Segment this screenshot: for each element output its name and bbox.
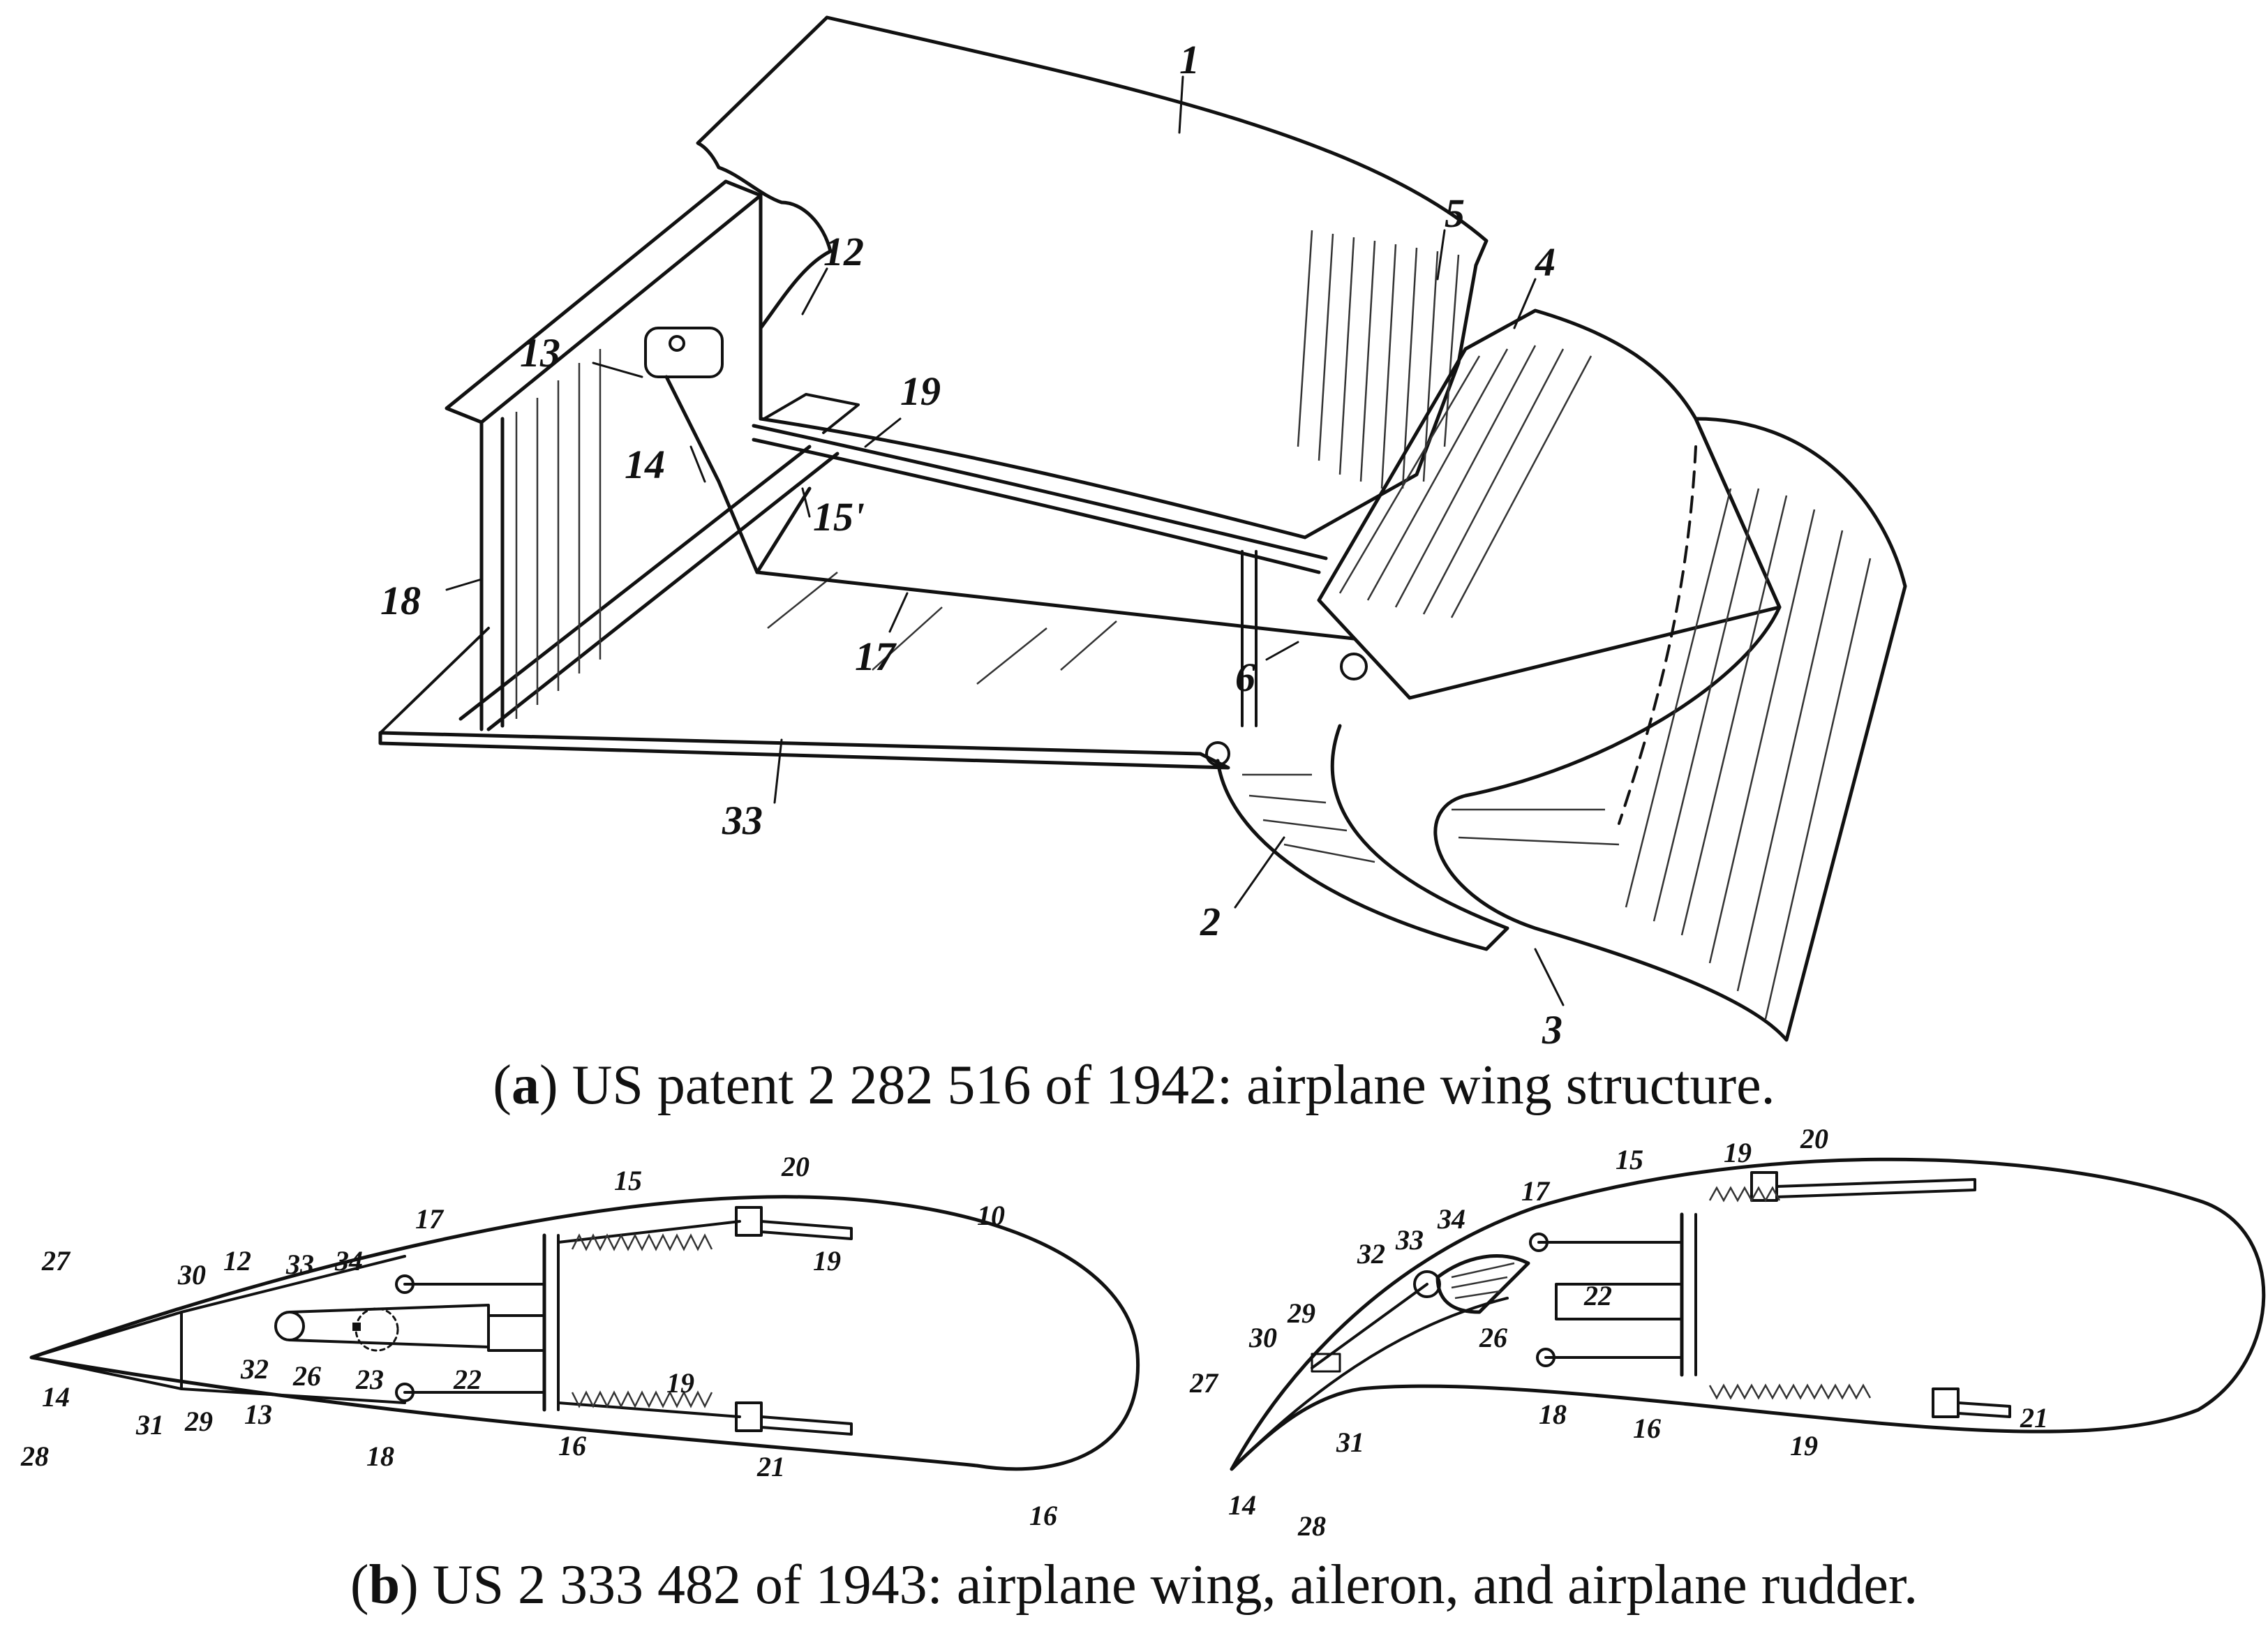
label-bl-28: 28 (20, 1441, 49, 1472)
label-br-30: 30 (1248, 1322, 1277, 1353)
label-br-19b: 19 (1790, 1430, 1818, 1461)
label-bl-19b: 19 (666, 1367, 694, 1399)
label-bl-16b: 16 (1029, 1500, 1057, 1531)
label-bl-10: 10 (977, 1200, 1005, 1231)
label-a-1: 1 (1179, 37, 1200, 82)
lower-flap-hatching (1242, 773, 1620, 863)
label-a-15p: 15' (813, 494, 865, 539)
label-a-4: 4 (1535, 239, 1555, 285)
label-br-15: 15 (1616, 1144, 1643, 1175)
label-a-19: 19 (900, 369, 941, 414)
panel-a-labels: 1 2 3 4 5 6 12 13 14 15' 17 18 19 33 (380, 37, 1562, 1052)
spring-upper (571, 1233, 713, 1251)
caption-a-text: US patent 2 282 516 of 1942: airplane wi… (572, 1055, 1775, 1116)
label-a-6: 6 (1235, 655, 1255, 700)
label-a-13: 13 (520, 330, 560, 375)
label-a-18: 18 (380, 578, 421, 623)
label-a-5: 5 (1445, 191, 1465, 236)
spar-web-hatching (515, 349, 602, 719)
label-br-31: 31 (1336, 1427, 1364, 1458)
label-bl-21: 21 (756, 1451, 785, 1482)
panel-b-right-drawing (1230, 1157, 2266, 1471)
lower-skin-hatching (767, 572, 1117, 685)
caption-panel-a: (a) US patent 2 282 516 of 1942: airplan… (493, 1055, 1775, 1116)
label-bl-20: 20 (781, 1151, 810, 1182)
label-bl-16a: 16 (558, 1430, 586, 1461)
upper-skin-hatching (1297, 230, 1460, 489)
label-br-26: 26 (1479, 1322, 1507, 1353)
label-br-19a: 19 (1724, 1137, 1752, 1168)
label-a-2: 2 (1200, 899, 1221, 944)
label-bl-33: 33 (285, 1249, 314, 1280)
label-bl-18: 18 (366, 1441, 394, 1472)
nose-hatching (1625, 488, 1872, 1020)
slot-hatching (1338, 345, 1592, 618)
panel-b-right-labels: 14 15 16 17 18 19 19 20 21 22 26 27 28 2… (1189, 1123, 2048, 1542)
label-bl-27: 27 (41, 1245, 71, 1276)
label-a-3: 3 (1542, 1007, 1562, 1052)
caption-b-letter: b (368, 1554, 401, 1616)
panel-b-left-drawing (29, 1195, 1140, 1471)
spring-lower (571, 1390, 713, 1408)
label-a-14: 14 (625, 442, 665, 487)
label-bl-32: 32 (240, 1353, 269, 1385)
label-a-33: 33 (722, 798, 763, 843)
label-br-16a: 16 (1633, 1413, 1661, 1444)
label-bl-13: 13 (244, 1399, 272, 1430)
label-br-33: 33 (1395, 1224, 1424, 1256)
panel-b-left-labels: 10 12 13 14 15 16 16 17 18 19 19 20 21 2… (20, 1151, 1057, 1531)
label-bl-29: 29 (184, 1406, 213, 1437)
label-bl-12: 12 (223, 1245, 251, 1276)
label-bl-31: 31 (135, 1409, 164, 1441)
caption-b-text: US 2 333 482 of 1943: airplane wing, ail… (432, 1554, 1918, 1616)
panel-a-drawing (378, 15, 1907, 1042)
label-bl-15: 15 (614, 1165, 642, 1196)
label-bl-19a: 19 (813, 1245, 841, 1276)
label-br-20: 20 (1800, 1123, 1828, 1154)
label-bl-22: 22 (453, 1364, 482, 1395)
label-br-17: 17 (1521, 1175, 1551, 1207)
label-br-22: 22 (1583, 1280, 1612, 1311)
label-bl-14: 14 (42, 1381, 70, 1413)
label-br-28: 28 (1297, 1510, 1326, 1542)
right-actuator-hatching (1451, 1262, 1515, 1300)
label-br-27: 27 (1189, 1367, 1219, 1399)
caption-a-letter: a (511, 1055, 539, 1116)
label-bl-26: 26 (292, 1360, 321, 1392)
label-br-34: 34 (1437, 1203, 1465, 1235)
label-bl-30: 30 (177, 1259, 206, 1290)
label-br-14: 14 (1228, 1489, 1256, 1521)
label-br-29: 29 (1287, 1297, 1315, 1329)
caption-panel-b: (b) US 2 333 482 of 1943: airplane wing,… (350, 1554, 1918, 1616)
label-a-17: 17 (855, 634, 897, 679)
label-a-12: 12 (823, 229, 864, 274)
label-br-18: 18 (1539, 1399, 1567, 1430)
label-bl-23: 23 (355, 1364, 384, 1395)
label-bl-34: 34 (334, 1245, 363, 1276)
label-br-21: 21 (2020, 1402, 2048, 1434)
label-bl-17: 17 (415, 1203, 445, 1235)
label-br-32: 32 (1357, 1238, 1385, 1270)
